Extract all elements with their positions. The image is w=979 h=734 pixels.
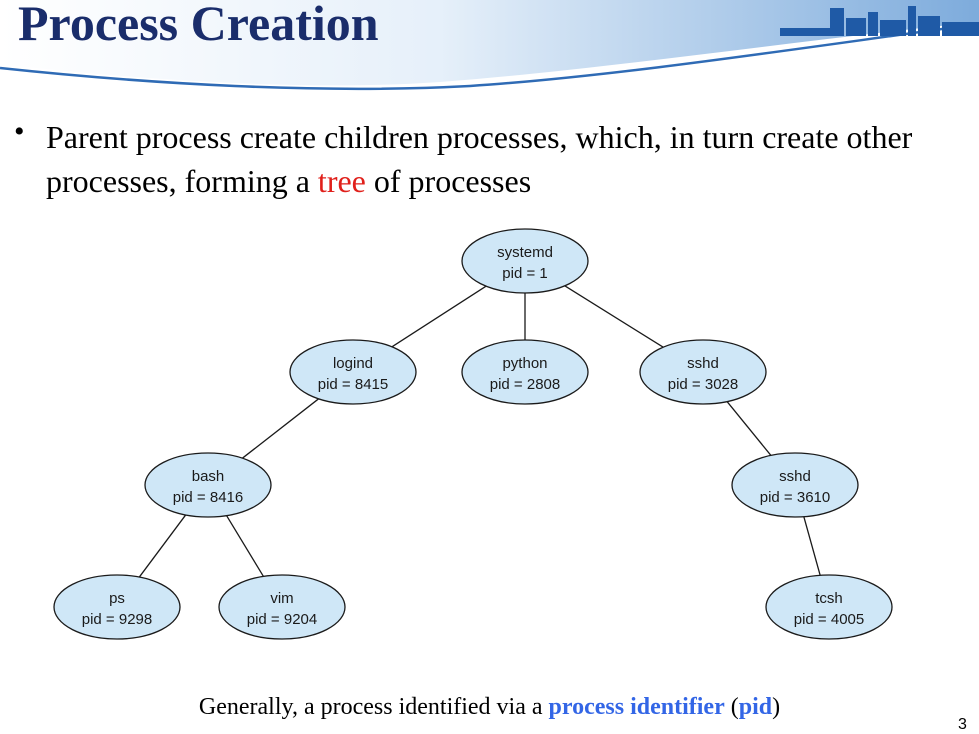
tree-edge-systemd-sshd1	[564, 285, 664, 348]
tree-node-vim: vim pid = 9204	[218, 574, 346, 640]
tree-node-sshd1: sshd pid = 3028	[639, 339, 767, 405]
footer-text-part1: Generally, a process identified via a	[198, 694, 549, 720]
tree-edge-systemd-logind	[391, 285, 487, 348]
page-number: 3	[958, 716, 967, 733]
tree-edge-sshd1-sshd2	[726, 401, 772, 456]
header-banner	[0, 0, 979, 91]
node-ellipse	[765, 574, 893, 640]
node-process-name: tcsh	[815, 590, 843, 607]
node-process-name: sshd	[687, 355, 719, 372]
node-pid-label: pid = 8415	[318, 376, 388, 393]
tree-node-python: python pid = 2808	[461, 339, 589, 405]
node-ellipse	[639, 339, 767, 405]
tree-node-systemd: systemd pid = 1	[461, 228, 589, 294]
bullet-highlight-tree: tree	[317, 163, 366, 199]
node-ellipse	[144, 452, 272, 518]
node-pid-label: pid = 8416	[173, 489, 243, 506]
node-pid-label: pid = 3028	[668, 376, 738, 393]
node-process-name: logind	[333, 355, 373, 372]
footer-text-part2: (	[724, 694, 739, 720]
node-process-name: vim	[270, 590, 293, 607]
tree-edge-bash-ps	[138, 514, 187, 578]
node-process-name: ps	[109, 590, 125, 607]
footer-text-part3: )	[772, 694, 781, 720]
node-ellipse	[461, 339, 589, 405]
tree-node-sshd2: sshd pid = 3610	[731, 452, 859, 518]
process-tree-diagram: systemd pid = 1 logind pid = 8415 python pid …	[53, 228, 893, 640]
node-pid-label: pid = 9204	[247, 611, 317, 628]
bullet-text-part1: Parent process create children processes…	[46, 119, 913, 199]
node-process-name: bash	[192, 468, 225, 485]
node-pid-label: pid = 3610	[760, 489, 830, 506]
tree-edges	[138, 285, 821, 578]
node-ellipse	[289, 339, 417, 405]
tree-edge-logind-bash	[242, 398, 319, 459]
node-pid-label: pid = 4005	[794, 611, 864, 628]
footer-note: Generally, a process identified via a pr…	[0, 694, 979, 721]
node-pid-label: pid = 1	[502, 265, 547, 282]
node-pid-label: pid = 9298	[82, 611, 152, 628]
node-ellipse	[218, 574, 346, 640]
node-process-name: sshd	[779, 468, 811, 485]
node-ellipse	[731, 452, 859, 518]
bullet-text: Parent process create children processes…	[46, 115, 961, 203]
tree-nodes: systemd pid = 1 logind pid = 8415 python pid …	[53, 228, 893, 640]
bullet-text-part2: of processes	[365, 163, 532, 199]
bullet-dot-icon: •	[14, 115, 25, 148]
footer-term-process-identifier: process identifier	[548, 694, 725, 720]
node-process-name: systemd	[497, 244, 553, 261]
node-process-name: python	[502, 355, 547, 372]
node-pid-label: pid = 2808	[490, 376, 560, 393]
tree-node-ps: ps pid = 9298	[53, 574, 181, 640]
tree-edge-sshd2-tcsh	[803, 516, 821, 576]
footer-term-pid: pid	[738, 694, 773, 720]
skyline-graphic	[780, 6, 979, 36]
slide-title: Process Creation	[18, 0, 379, 51]
node-ellipse	[461, 228, 589, 294]
tree-node-logind: logind pid = 8415	[289, 339, 417, 405]
tree-node-tcsh: tcsh pid = 4005	[765, 574, 893, 640]
tree-node-bash: bash pid = 8416	[144, 452, 272, 518]
tree-edge-bash-vim	[225, 515, 265, 577]
node-ellipse	[53, 574, 181, 640]
